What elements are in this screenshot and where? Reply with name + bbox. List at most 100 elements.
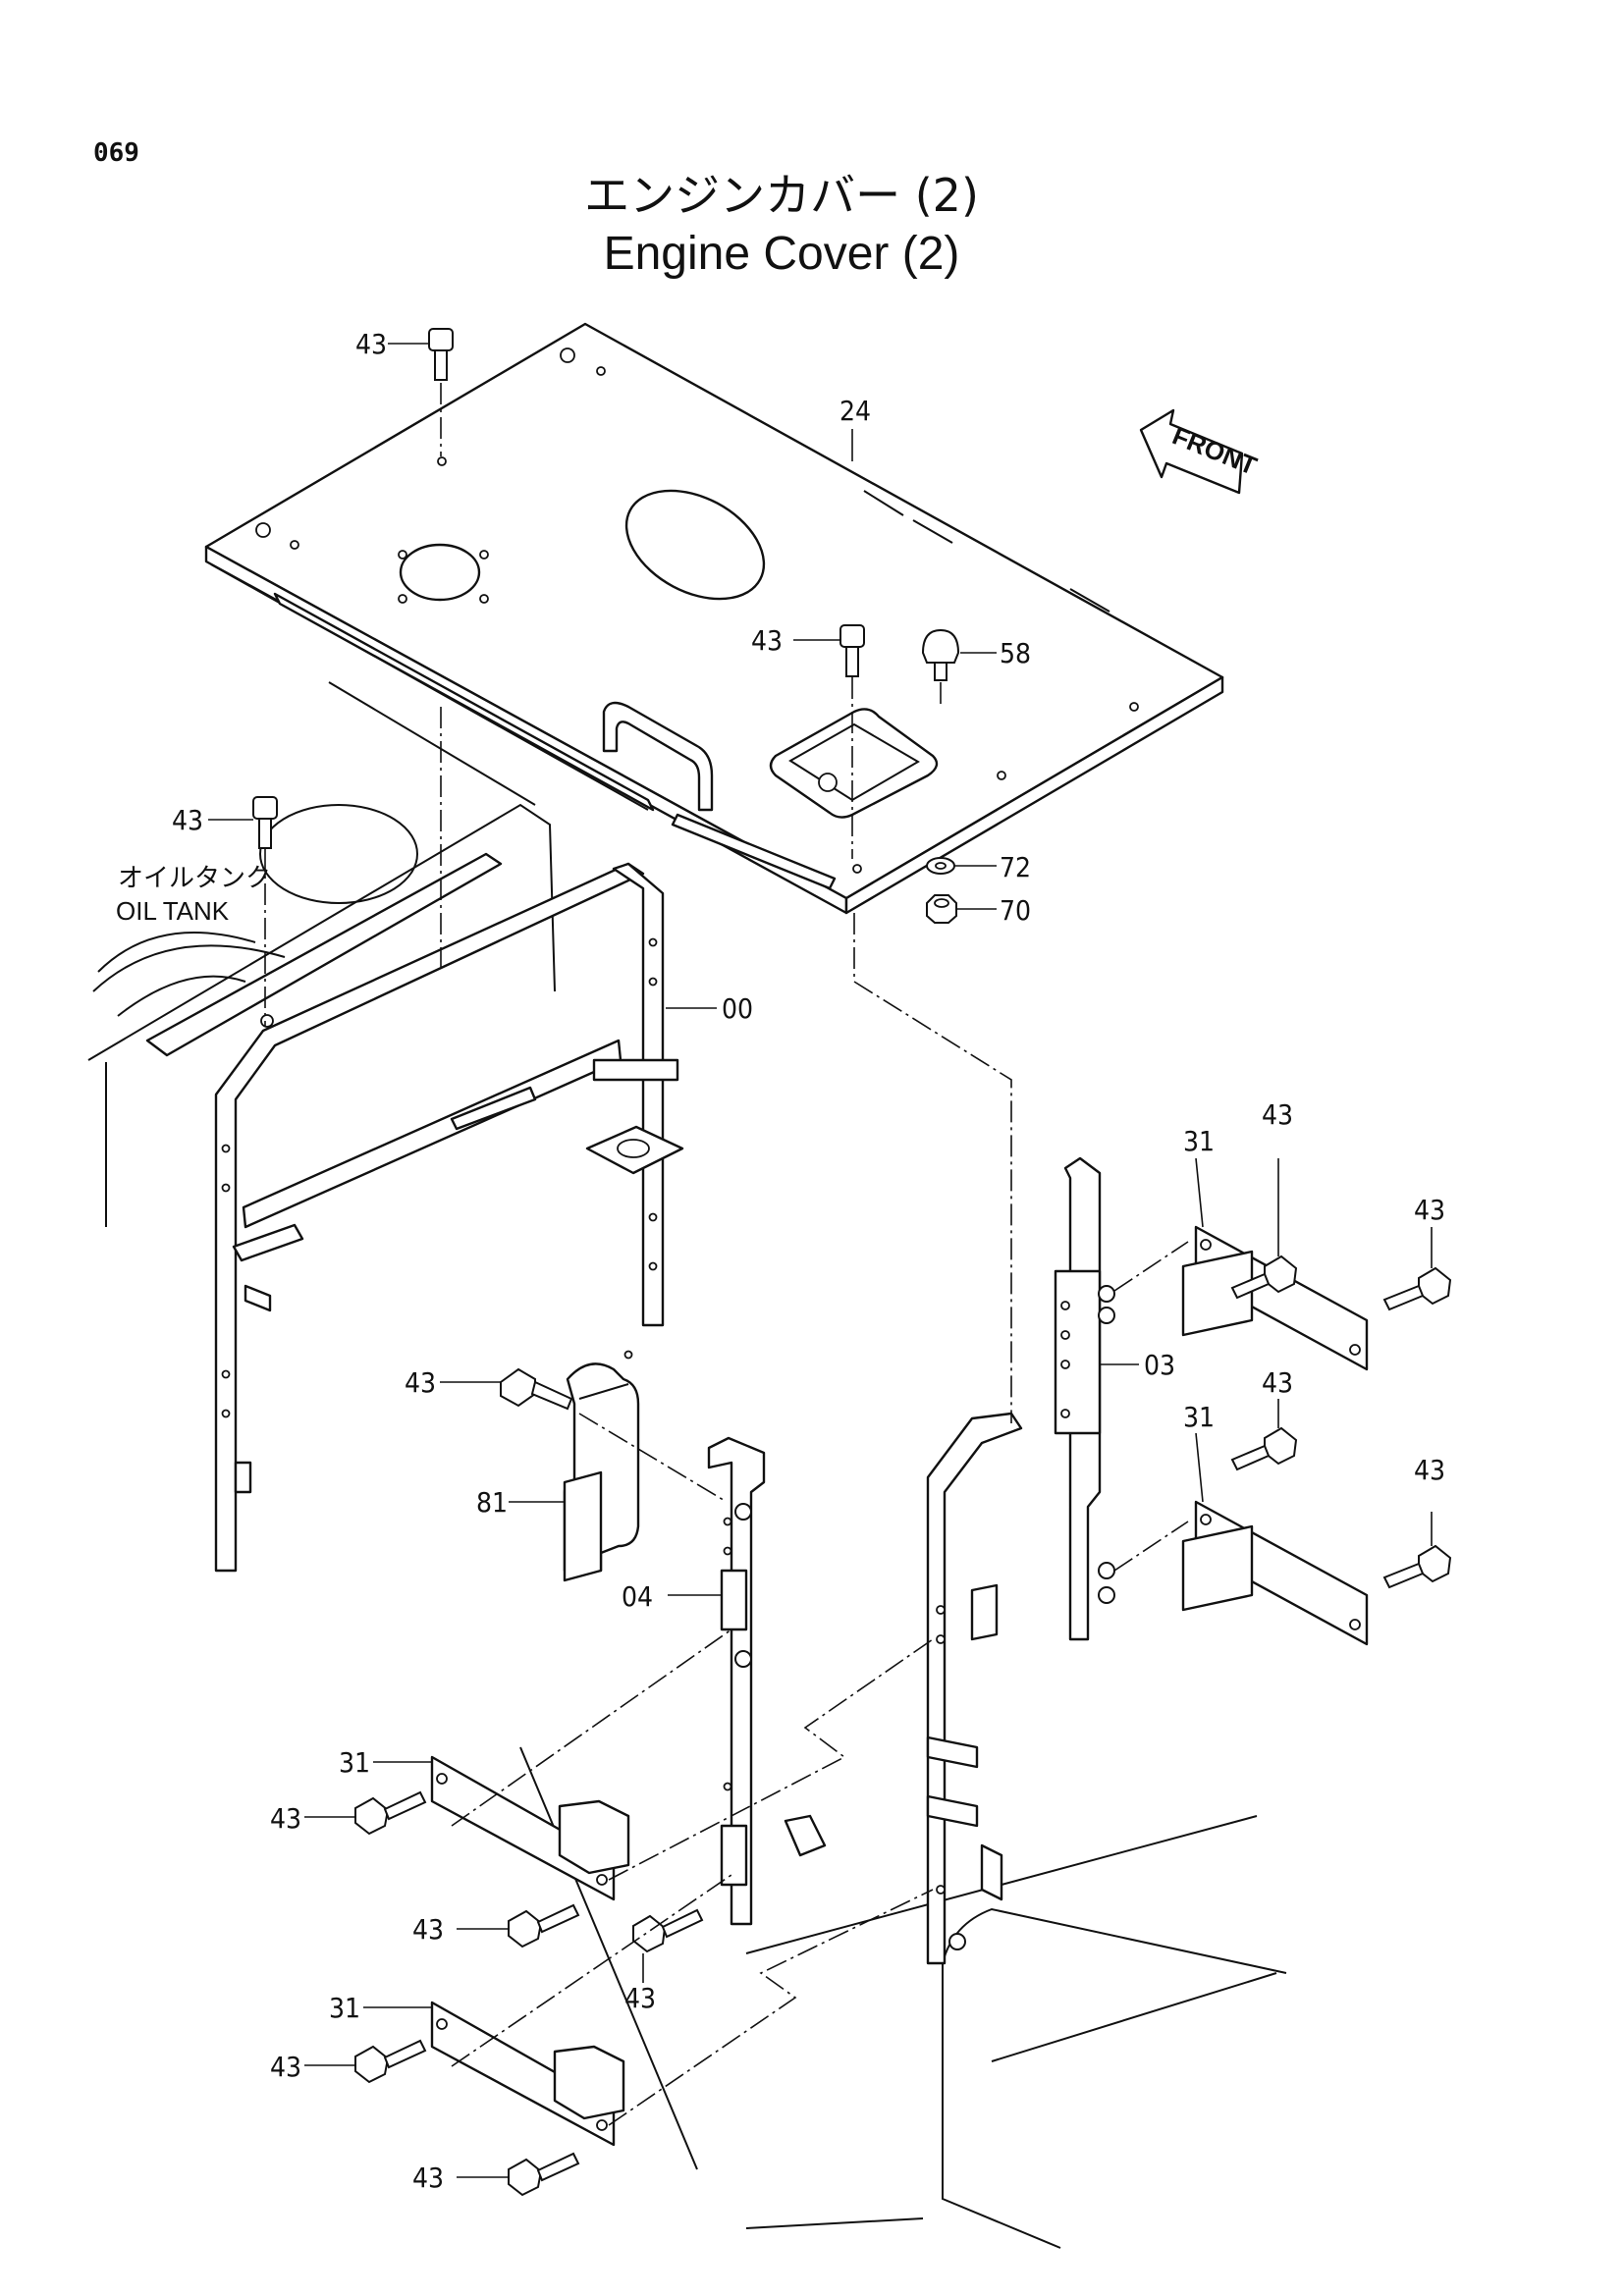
- l-bracket-31-upper: [1181, 1225, 1369, 1371]
- bolt-43: [1230, 1255, 1298, 1300]
- title-japanese: エンジンカバー (2): [584, 169, 979, 222]
- cover-plate-rib-2: [671, 813, 837, 890]
- callout-43: 43: [270, 2051, 301, 2083]
- bolt-hole: [398, 594, 407, 604]
- bracket-04-hole: [723, 1517, 732, 1526]
- plate-81: [563, 1350, 640, 1582]
- mount-hole: [560, 347, 575, 363]
- callout-43: 43: [412, 1913, 444, 1946]
- engine-body-line: [991, 1972, 1277, 2062]
- bracket-04: [707, 1436, 766, 1926]
- mount-hole: [852, 864, 862, 874]
- l-bracket-31-lower: [1181, 1500, 1369, 1646]
- l-bracket-hole: [1349, 1344, 1361, 1356]
- mount-hole: [997, 771, 1006, 780]
- center-line: [853, 913, 1012, 1423]
- oil-tank-top-edge: [328, 681, 536, 806]
- cover-plate-side-edge: [844, 675, 1224, 915]
- oil-tank-label-jp: オイルタンク: [118, 863, 271, 892]
- center-line: [451, 1874, 732, 2067]
- callout-43: 43: [1262, 1366, 1293, 1399]
- callout-24: 24: [839, 395, 871, 427]
- bracket-03-plate: [1054, 1269, 1102, 1435]
- l-bracket-foot: [1181, 1250, 1254, 1337]
- bolt-43: [1382, 1266, 1452, 1311]
- frame-00: [214, 862, 684, 1573]
- cover-plate-rib: [273, 592, 655, 812]
- cover-plate-handle: [602, 701, 714, 812]
- title-english: Engine Cover (2): [604, 228, 960, 280]
- l-bracket-hole: [1200, 1239, 1212, 1251]
- bracket-04-body: [707, 1436, 766, 1926]
- mount-hole: [437, 456, 447, 466]
- callout-43: 43: [624, 1982, 656, 2014]
- bracket-04-hole: [723, 1546, 732, 1556]
- callout-43: 43: [405, 1366, 436, 1399]
- cap-58: [921, 628, 960, 681]
- bolt-43: [354, 1790, 427, 1836]
- plate-31-hole: [436, 1773, 448, 1785]
- frame-foot-2: [234, 1461, 252, 1494]
- frame-hole: [221, 1369, 231, 1379]
- bolt-hole: [479, 594, 489, 604]
- bracket-hole: [1060, 1330, 1070, 1340]
- frame-hole: [648, 937, 658, 947]
- cover-plate-round-opening: [399, 543, 481, 602]
- l-bracket-hole: [1200, 1514, 1212, 1525]
- oil-tank: [87, 681, 556, 1227]
- bolt-hole: [398, 550, 407, 560]
- frame-crossbar: [242, 1039, 623, 1229]
- frame-post-nut: [948, 1933, 966, 1950]
- bolt-43: [354, 2039, 427, 2084]
- bolt-43: [1230, 1426, 1298, 1471]
- fasteners: [252, 328, 1452, 2197]
- callout-31: 31: [1183, 1125, 1215, 1157]
- callout-00: 00: [722, 992, 753, 1025]
- bracket-nut: [1098, 1285, 1115, 1303]
- callout-31: 31: [339, 1746, 370, 1779]
- bracket-nut: [1098, 1586, 1115, 1604]
- plate-81-front: [563, 1470, 603, 1582]
- plate-81-fold: [578, 1383, 629, 1400]
- bracket-04-nut: [734, 1650, 752, 1668]
- plate-31-hole: [436, 2018, 448, 2030]
- small-clip: [784, 1814, 827, 1857]
- engine-body-bottom: [745, 2217, 924, 2229]
- bracket-nut: [1098, 1307, 1115, 1324]
- engine-body-side: [942, 1963, 1061, 2249]
- frame-bracket-hole: [617, 1139, 650, 1158]
- frame-crossbar-slot: [450, 1086, 537, 1131]
- frame-hole: [221, 1144, 231, 1153]
- callout-03: 03: [1144, 1349, 1175, 1381]
- bolt-43: [839, 624, 865, 677]
- frame-post-tab-4: [980, 1843, 1003, 1901]
- frame-post-hole: [936, 1885, 946, 1895]
- bolt-43: [1382, 1544, 1452, 1589]
- washer-72-hole: [935, 862, 947, 870]
- callout-04: 04: [622, 1580, 653, 1613]
- callout-43: 43: [751, 624, 783, 657]
- frame-post-body: [926, 1412, 1023, 1965]
- bracket-04-nut: [734, 1503, 752, 1521]
- bolt-43: [508, 2152, 580, 2197]
- center-line: [608, 1889, 934, 2126]
- front-arrow: FRONT: [1139, 408, 1261, 495]
- frame-post-hole: [936, 1634, 946, 1644]
- bracket-hole: [1060, 1301, 1070, 1310]
- frame-post-hole: [936, 1605, 946, 1615]
- mount-hole: [596, 366, 606, 376]
- bolt-43: [252, 796, 278, 849]
- center-line: [1113, 1521, 1189, 1572]
- bracket-04-hole: [723, 1782, 732, 1791]
- bracket-hole: [1060, 1409, 1070, 1418]
- bolt-43: [508, 1903, 580, 1949]
- l-bracket-foot: [1181, 1524, 1254, 1612]
- plate-31-left-lower: [430, 2001, 625, 2147]
- plate-31-hole: [596, 2119, 608, 2131]
- frame-hole: [648, 1212, 658, 1222]
- frame-post-tab: [970, 1583, 999, 1641]
- frame-lower-tab: [232, 1223, 304, 1262]
- cover-plate-top: [204, 322, 1224, 900]
- callout-43: 43: [172, 804, 203, 836]
